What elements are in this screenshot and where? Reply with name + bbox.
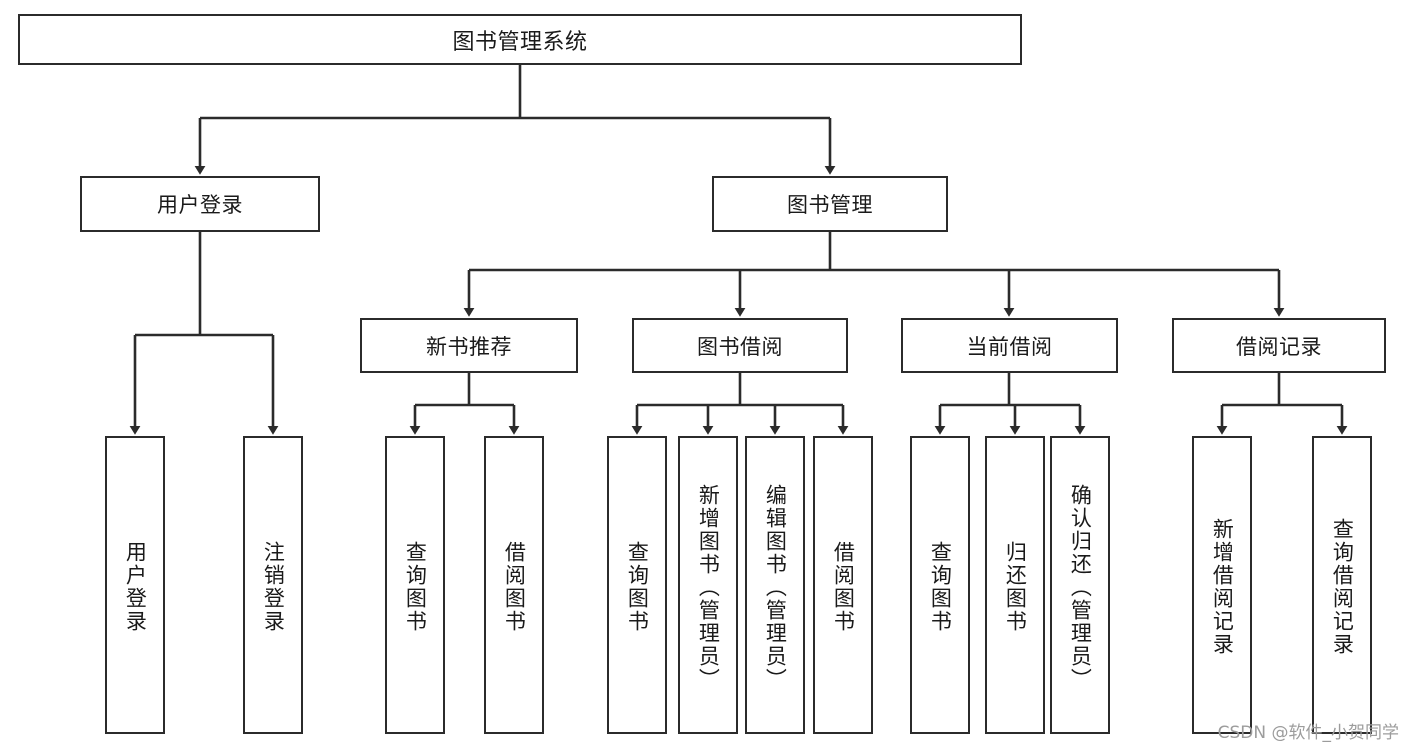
leaf-node[interactable]: 查询图书 bbox=[385, 436, 445, 734]
leaf-node[interactable]: 编辑图书（管理员） bbox=[745, 436, 805, 734]
leaf-node[interactable]: 确认归还（管理员） bbox=[1050, 436, 1110, 734]
node-borrowing-records[interactable]: 借阅记录 bbox=[1172, 318, 1386, 373]
leaf-node[interactable]: 查询借阅记录 bbox=[1312, 436, 1372, 734]
node-book-borrowing[interactable]: 图书借阅 bbox=[632, 318, 848, 373]
node-user-login-label: 用户登录 bbox=[157, 193, 243, 217]
node-book-management-label: 图书管理 bbox=[787, 193, 873, 217]
node-user-login[interactable]: 用户登录 bbox=[80, 176, 320, 232]
leaf-node-label: 新增图书（管理员） bbox=[696, 483, 721, 691]
node-current-borrowing-label: 当前借阅 bbox=[966, 334, 1053, 359]
leaf-node[interactable]: 借阅图书 bbox=[813, 436, 873, 734]
node-book-borrowing-label: 图书借阅 bbox=[697, 334, 783, 359]
leaf-node-label: 归还图书 bbox=[1003, 541, 1028, 633]
leaf-node[interactable]: 用户登录 bbox=[105, 436, 165, 734]
node-root-label: 图书管理系统 bbox=[452, 29, 588, 55]
node-new-book-recommendation-label: 新书推荐 bbox=[426, 334, 512, 359]
node-current-borrowing[interactable]: 当前借阅 bbox=[901, 318, 1118, 373]
leaf-node[interactable]: 查询图书 bbox=[910, 436, 970, 734]
leaf-node-label: 借阅图书 bbox=[831, 541, 856, 633]
leaf-node-label: 用户登录 bbox=[123, 541, 148, 633]
leaf-node-label: 注销登录 bbox=[261, 541, 286, 633]
leaf-node[interactable]: 查询图书 bbox=[607, 436, 667, 734]
leaf-node-label: 编辑图书（管理员） bbox=[763, 483, 788, 691]
leaf-node-label: 查询图书 bbox=[625, 541, 650, 633]
leaf-node[interactable]: 归还图书 bbox=[985, 436, 1045, 734]
leaf-node-label: 查询借阅记录 bbox=[1330, 518, 1355, 656]
node-root[interactable]: 图书管理系统 bbox=[18, 14, 1022, 65]
node-new-book-recommendation[interactable]: 新书推荐 bbox=[360, 318, 578, 373]
leaf-node[interactable]: 注销登录 bbox=[243, 436, 303, 734]
leaf-node[interactable]: 新增借阅记录 bbox=[1192, 436, 1252, 734]
leaf-node-label: 确认归还（管理员） bbox=[1068, 483, 1093, 691]
node-borrowing-records-label: 借阅记录 bbox=[1236, 334, 1322, 359]
leaf-node-label: 查询图书 bbox=[403, 541, 428, 633]
tree-connectors bbox=[129, 65, 1348, 435]
leaf-node-label: 新增借阅记录 bbox=[1210, 518, 1235, 656]
leaf-node[interactable]: 新增图书（管理员） bbox=[678, 436, 738, 734]
leaf-node[interactable]: 借阅图书 bbox=[484, 436, 544, 734]
leaf-node-label: 借阅图书 bbox=[502, 541, 527, 633]
leaf-node-label: 查询图书 bbox=[928, 541, 953, 633]
node-book-management[interactable]: 图书管理 bbox=[712, 176, 948, 232]
